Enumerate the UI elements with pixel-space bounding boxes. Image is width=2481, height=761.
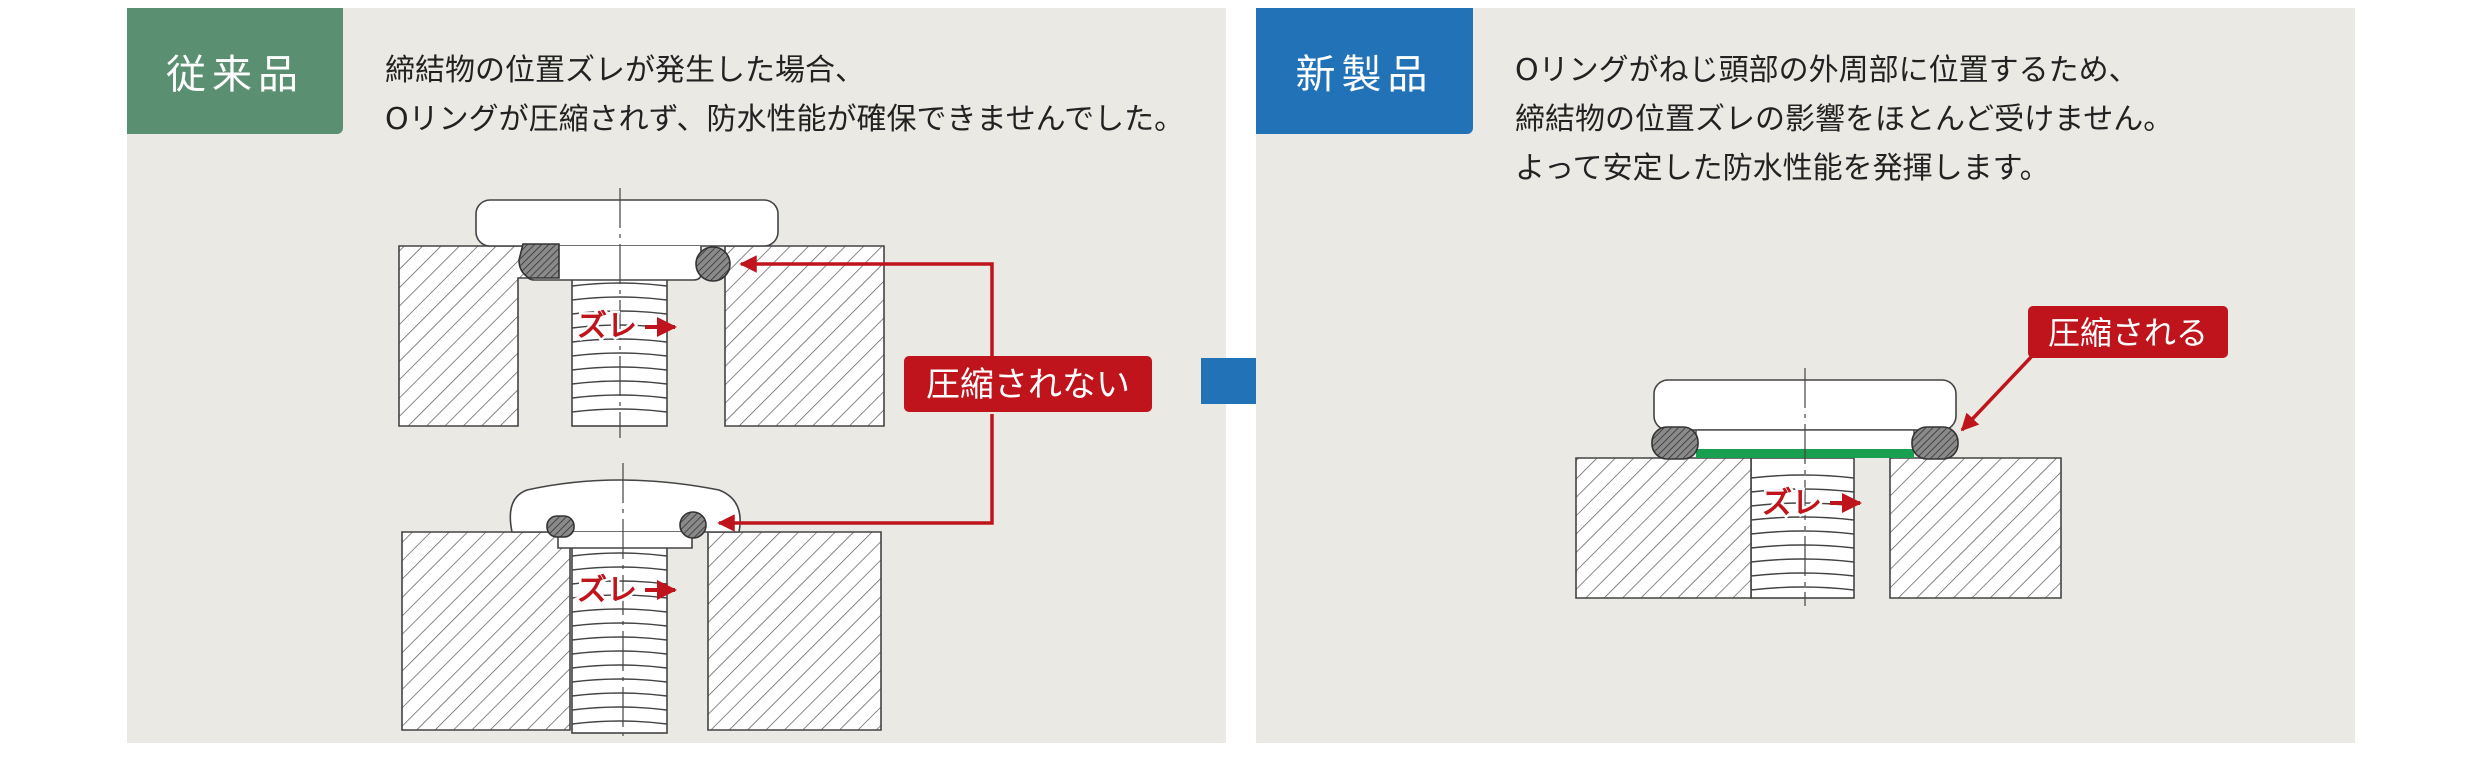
description-line: Oリングが圧縮されず、防水性能が確保できませんでした。 bbox=[385, 102, 1185, 137]
description-line: よって安定した防水性能を発揮します。 bbox=[1515, 151, 2050, 186]
conventional-diagram: ズレ ズレ 圧縮されない bbox=[398, 188, 1152, 736]
new-product-panel: 新製品 Oリングがねじ頭部の外周部に位置するため、 締結物の位置ズレの影響をほと… bbox=[1256, 8, 2355, 743]
screw-threads bbox=[571, 552, 668, 725]
screw-shank bbox=[571, 531, 668, 734]
callout-text: 圧縮される bbox=[2048, 314, 2208, 352]
housing-block-left bbox=[401, 531, 573, 731]
screw-threads bbox=[1750, 474, 1855, 591]
screw-head bbox=[475, 199, 779, 247]
o-ring-uncompressed bbox=[546, 515, 575, 538]
o-ring-compressed bbox=[518, 243, 560, 279]
callout-leader bbox=[1960, 352, 2036, 432]
o-ring-uncompressed bbox=[679, 511, 707, 539]
housing-block-left bbox=[1575, 457, 1752, 599]
callout-box bbox=[2028, 306, 2228, 358]
callout-text: 圧縮されない bbox=[926, 365, 1130, 405]
shift-label: ズレ bbox=[1762, 486, 1822, 521]
description-line: 締結物の位置ズレの影響をほとんど受けません。 bbox=[1515, 102, 2174, 137]
o-ring-compressed bbox=[1911, 426, 1959, 460]
o-ring-uncompressed bbox=[695, 246, 731, 282]
new-product-description: Oリングがねじ頭部の外周部に位置するため、 締結物の位置ズレの影響をほとんど受け… bbox=[1515, 46, 2173, 193]
top-assembly: ズレ bbox=[398, 188, 885, 438]
description-line: 締結物の位置ズレが発生した場合、 bbox=[385, 53, 865, 88]
new-product-diagram: ズレ 圧縮される bbox=[1575, 306, 2228, 606]
compressed-callout: 圧縮される bbox=[1960, 306, 2228, 432]
shift-label: ズレ bbox=[577, 573, 637, 608]
screw-neck bbox=[557, 532, 693, 549]
description-line: Oリングがねじ頭部の外周部に位置するため、 bbox=[1515, 53, 2139, 88]
new-product-badge: 新製品 bbox=[1256, 8, 1473, 134]
housing-block-right bbox=[1889, 457, 2062, 599]
callout-leader-bottom bbox=[717, 414, 994, 532]
housing-block-right bbox=[724, 245, 885, 427]
housing-block-right bbox=[707, 531, 882, 731]
o-ring-compressed bbox=[1651, 426, 1699, 460]
shift-label: ズレ bbox=[577, 309, 637, 344]
conventional-description: 締結物の位置ズレが発生した場合、 Oリングが圧縮されず、防水性能が確保できません… bbox=[385, 46, 1184, 144]
bottom-assembly: ズレ bbox=[401, 463, 882, 736]
callout-box bbox=[904, 356, 1152, 412]
not-compressed-callout: 圧縮されない bbox=[717, 255, 1152, 532]
screw-shank bbox=[1750, 457, 1855, 599]
callout-leader-top bbox=[739, 255, 994, 364]
conventional-badge: 従来品 bbox=[127, 8, 343, 134]
conventional-product-panel: 従来品 締結物の位置ズレが発生した場合、 Oリングが圧縮されず、防水性能が確保で… bbox=[127, 8, 1226, 743]
new-assembly: ズレ bbox=[1575, 368, 2062, 606]
